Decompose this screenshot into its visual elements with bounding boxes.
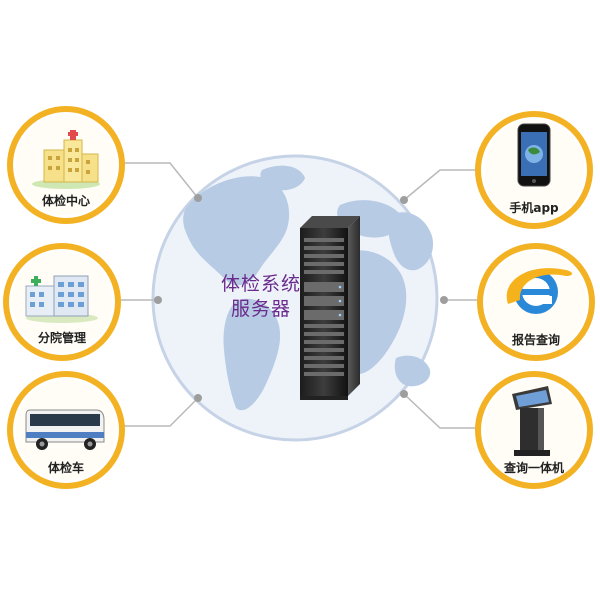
server-rack-icon [300, 216, 360, 400]
browser-e-icon [506, 268, 572, 314]
kiosk-terminal-icon [512, 386, 552, 456]
node-label-fenyuan-guanli: 分院管理 [37, 331, 86, 345]
branch-building-icon [25, 275, 98, 323]
center-server-label: 体检系统 服务器 [206, 272, 316, 322]
bus-icon [25, 409, 105, 450]
node-label-tijian-che: 体检车 [47, 461, 84, 475]
node-label-baogao-chaxun: 报告查询 [511, 333, 560, 347]
hospital-building-icon [32, 130, 100, 189]
node-label-tijian-zhongxin: 体检中心 [41, 194, 90, 208]
center-label-line1: 体检系统 [220, 273, 301, 295]
mobile-phone-icon [517, 123, 551, 187]
node-label-chaxun-yitiji: 查询一体机 [503, 461, 564, 475]
center-label-line2: 服务器 [230, 298, 291, 320]
connector-dots [154, 194, 448, 402]
connectors [118, 162, 480, 429]
node-label-shouji-app: 手机app [509, 201, 559, 215]
